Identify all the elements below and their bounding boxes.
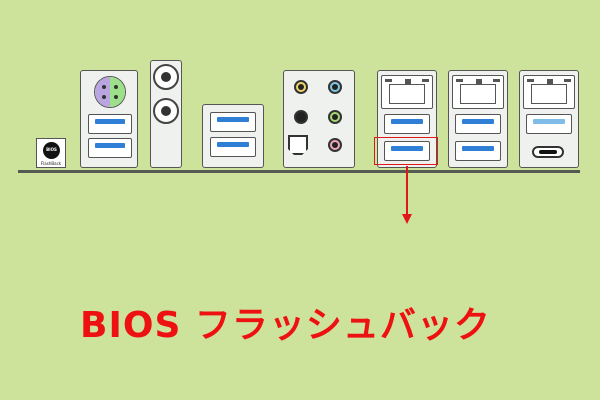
flashback-port-highlight bbox=[374, 137, 438, 165]
audio-jack-line-out bbox=[328, 110, 342, 124]
audio-jack-line-in bbox=[328, 80, 342, 94]
usb-bios-flashback-port[interactable] bbox=[384, 141, 430, 161]
ps2-pin bbox=[114, 95, 118, 99]
bios-flashback-icon: BIOS bbox=[43, 142, 60, 159]
antenna-connector-icon bbox=[153, 98, 179, 124]
usb-port bbox=[88, 114, 132, 134]
arrow-line bbox=[406, 166, 408, 214]
usb-port bbox=[384, 114, 430, 134]
usb-port bbox=[455, 114, 501, 134]
antenna-connector-icon bbox=[153, 64, 179, 90]
bios-flashback-logo-text: BIOS bbox=[46, 147, 57, 152]
usb-port bbox=[88, 138, 132, 158]
audio-jack-rear bbox=[294, 110, 308, 124]
io-panel-baseline bbox=[18, 170, 580, 173]
usb-port bbox=[210, 137, 256, 157]
ps2-pin bbox=[114, 85, 118, 89]
audio-jack-mic bbox=[328, 138, 342, 152]
usb-port bbox=[210, 112, 256, 132]
ps2-keyboard-half bbox=[95, 77, 110, 107]
ps2-port-icon bbox=[94, 76, 126, 108]
optical-out-icon bbox=[288, 135, 308, 155]
page-title: BIOS フラッシュバック bbox=[80, 305, 491, 346]
ps2-mouse-half bbox=[110, 77, 125, 107]
bios-flashback-caption: FlashBack bbox=[40, 161, 62, 166]
ps2-pin bbox=[102, 85, 106, 89]
usb-port bbox=[526, 114, 572, 134]
ethernet-port-icon bbox=[523, 75, 575, 109]
audio-jack-center bbox=[294, 80, 308, 94]
arrow-down-icon bbox=[402, 214, 412, 224]
bios-flashback-button[interactable]: BIOS FlashBack bbox=[36, 138, 66, 168]
ethernet-port-icon bbox=[452, 75, 504, 109]
usb-port bbox=[455, 141, 501, 161]
usb-c-port-icon bbox=[532, 146, 564, 158]
ps2-pin bbox=[102, 95, 106, 99]
ethernet-port-icon bbox=[381, 75, 433, 109]
